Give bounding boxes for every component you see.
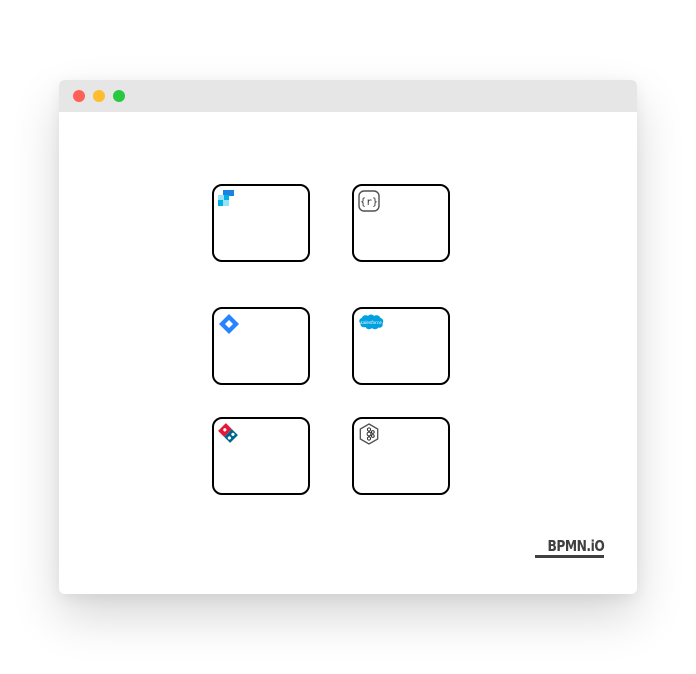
svg-text:salesforce: salesforce bbox=[360, 320, 382, 325]
rest-connector-icon: {r} bbox=[358, 190, 380, 212]
bpmn-io-logo-underline bbox=[534, 555, 604, 558]
bpmn-io-logo-text: BPMN.iO bbox=[547, 537, 604, 555]
kafka-icon bbox=[358, 423, 380, 445]
close-window-button[interactable] bbox=[73, 90, 85, 102]
diagram-canvas[interactable]: {r} sal bbox=[59, 112, 637, 594]
window-titlebar bbox=[59, 80, 637, 112]
service-task-dominos[interactable] bbox=[212, 417, 310, 495]
sendgrid-icon bbox=[218, 190, 240, 212]
browser-window: {r} sal bbox=[59, 80, 637, 594]
service-task-sendgrid[interactable] bbox=[212, 184, 310, 262]
service-task-kafka[interactable] bbox=[352, 417, 450, 495]
zoom-window-button[interactable] bbox=[113, 90, 125, 102]
minimize-window-button[interactable] bbox=[93, 90, 105, 102]
svg-text:{r}: {r} bbox=[360, 197, 378, 208]
bpmn-io-logo[interactable]: BPMN.iO bbox=[534, 537, 604, 558]
service-task-salesforce[interactable]: salesforce bbox=[352, 307, 450, 385]
service-task-rest[interactable]: {r} bbox=[352, 184, 450, 262]
dominos-icon bbox=[218, 423, 240, 445]
salesforce-icon: salesforce bbox=[358, 313, 384, 335]
service-task-jira[interactable] bbox=[212, 307, 310, 385]
jira-icon bbox=[218, 313, 240, 335]
